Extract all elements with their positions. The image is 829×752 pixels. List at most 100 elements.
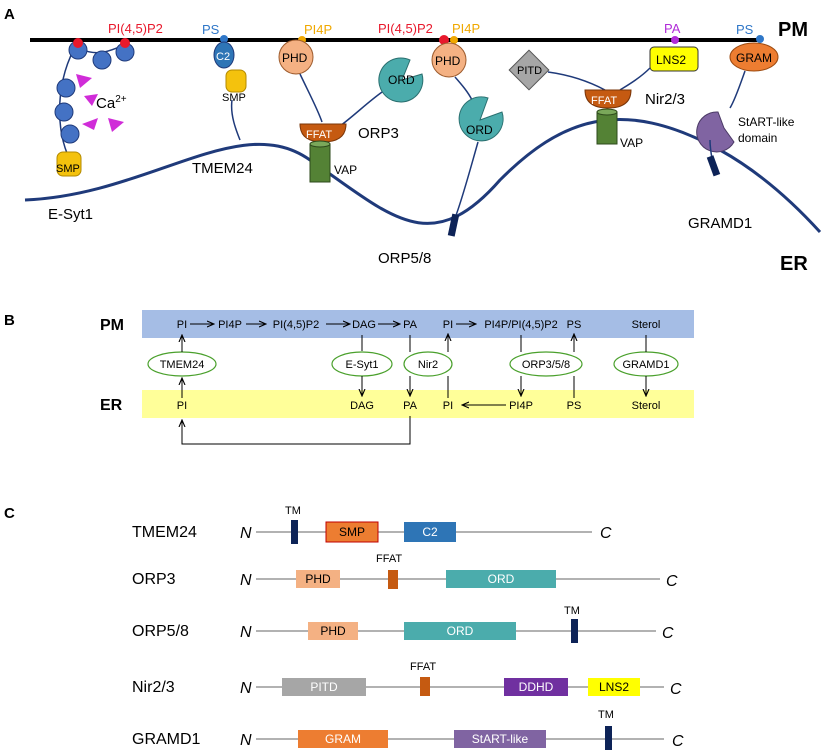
- pm-label: PM: [778, 19, 808, 41]
- er-lipid-pa: PA: [403, 400, 418, 412]
- pm-lipid-dag: DAG: [352, 319, 376, 331]
- row-name: ORP3: [132, 571, 176, 588]
- er-membrane-curve: [24, 118, 822, 234]
- tmem24-tether: [230, 99, 241, 141]
- calcium-ion: [76, 74, 92, 88]
- orp3-group: PI4P PHD ORD FFAT VAP ORP3: [278, 22, 424, 183]
- smp-label: SMP: [339, 525, 365, 539]
- tmem24-c2-label: C2: [216, 51, 230, 63]
- orp58-tether-b: [454, 141, 479, 219]
- pi4p-headgroup: [450, 36, 458, 44]
- orp3-ord-domain: [378, 57, 424, 103]
- orp3-tether: [299, 73, 323, 123]
- orp58-phd-label: PHD: [435, 54, 461, 68]
- ffat-motif: [388, 570, 398, 589]
- c-terminus: C: [672, 733, 684, 750]
- transporter-orp358: [509, 351, 583, 377]
- transporter-nir2-label: Nir2: [418, 359, 438, 371]
- pitd-domain: [282, 678, 366, 696]
- tmem24-group: PS C2 SMP TMEM24: [192, 22, 253, 177]
- n-terminus: N: [240, 525, 252, 542]
- gramd1-gram-label: GRAM: [736, 51, 772, 65]
- ord-domain: [446, 570, 556, 588]
- nir23-label: Nir2/3: [645, 91, 685, 108]
- tm-label: TM: [564, 605, 580, 617]
- gram-domain: [298, 730, 388, 748]
- pip2-headgroup: [120, 38, 130, 48]
- gramd1-tm-domain: [706, 155, 721, 177]
- ord-label: ORD: [447, 624, 474, 638]
- calcium-ion: [82, 118, 98, 130]
- gramd1-group: PS GRAM StART-like domain GRAMD1: [688, 22, 795, 232]
- er-lipid-pi4p: PI4P: [509, 400, 533, 412]
- orp58-ord-label: ORD: [466, 123, 493, 137]
- nir23-lns2-label: LNS2: [656, 53, 686, 67]
- orp3-phd-domain: [278, 39, 314, 75]
- ps-headgroup: [220, 35, 228, 43]
- row-name: GRAMD1: [132, 731, 201, 748]
- tm-segment: [291, 520, 298, 544]
- esyt1-c2-domain: [54, 102, 74, 122]
- orp3-vap-label: VAP: [334, 163, 357, 177]
- er-lipid-pi: PI: [177, 400, 187, 412]
- pa-headgroup: [671, 36, 679, 44]
- pa-label: PA: [664, 21, 681, 36]
- domain-row-orp58: ORP5/8 N PHD ORD TM C: [132, 605, 674, 643]
- arrow-er-pa-to-pi-loop: [182, 416, 411, 445]
- c-terminus: C: [662, 625, 674, 642]
- c-terminus: C: [600, 525, 612, 542]
- orp3-ord-label: ORD: [388, 73, 415, 87]
- ps-label-b: PS: [736, 22, 754, 37]
- phd-label: PHD: [320, 624, 346, 638]
- pm-lipid-pi4p: PI4P: [218, 319, 242, 331]
- esyt1-group: Ca2+ SMP E-Syt1: [48, 38, 135, 223]
- gram-label: GRAM: [325, 732, 361, 746]
- domain-row-nir23: Nir2/3 N PITD FFAT DDHD LNS2 C: [132, 661, 682, 698]
- orp3-ffat-label: FFAT: [306, 129, 332, 141]
- n-terminus: N: [240, 624, 252, 641]
- smp-domain: [325, 521, 379, 543]
- lns2-label: LNS2: [599, 680, 629, 694]
- pm-lipid-pi-b: PI: [443, 319, 453, 331]
- gramd1-label: GRAMD1: [688, 215, 752, 232]
- nir23-pitd-domain: [508, 49, 550, 91]
- orp3-phd-label: PHD: [282, 51, 308, 65]
- pm-band: [142, 310, 694, 338]
- gramd1-start-label-2: domain: [738, 131, 777, 145]
- orp58-tm-domain: [447, 213, 460, 237]
- calcium-ion: [108, 118, 124, 132]
- start-domain: [454, 730, 546, 748]
- panel-a-label: A: [4, 6, 15, 23]
- orp58-tether: [454, 76, 473, 101]
- pm-lipid-sterol: Sterol: [632, 319, 661, 331]
- tmem24-smp-label: SMP: [222, 92, 246, 104]
- er-lipid-dag: DAG: [350, 400, 374, 412]
- tmem24-smp-domain: [225, 69, 247, 93]
- ffat-label: FFAT: [376, 553, 402, 565]
- nir23-vap-cylinder: [596, 111, 618, 145]
- row-name: TMEM24: [132, 524, 197, 541]
- orp3-vap-top: [309, 140, 331, 148]
- esyt1-c2-domain: [92, 50, 112, 70]
- lns2-domain: [588, 678, 640, 696]
- gramd1-tether: [729, 70, 746, 109]
- orp3-vap-cylinder: [309, 143, 331, 183]
- pm-band-label: PM: [100, 317, 124, 334]
- domain-row-gramd1: GRAMD1 N GRAM StART-like TM C: [132, 709, 684, 750]
- n-terminus: N: [240, 680, 252, 697]
- phd-domain: [296, 570, 340, 588]
- row-name: ORP5/8: [132, 623, 189, 640]
- start-label: StART-like: [472, 732, 529, 746]
- tmem24-label: TMEM24: [192, 160, 253, 177]
- nir23-ffat-label: FFAT: [591, 95, 617, 107]
- er-label: ER: [780, 253, 808, 275]
- gramd1-start-label-1: StART-like: [738, 115, 795, 129]
- orp58-ord-domain: [458, 96, 504, 142]
- pm-lipid-pi4p-pip2: PI4P/PI(4,5)P2: [484, 319, 557, 331]
- pip2-label-a: PI(4,5)P2: [108, 21, 163, 36]
- nir23-group: PITD PA LNS2 FFAT VAP Nir2/3: [508, 21, 699, 150]
- ord-domain: [404, 622, 516, 640]
- pip2-headgroup: [439, 35, 449, 45]
- esyt1-label: E-Syt1: [48, 206, 93, 223]
